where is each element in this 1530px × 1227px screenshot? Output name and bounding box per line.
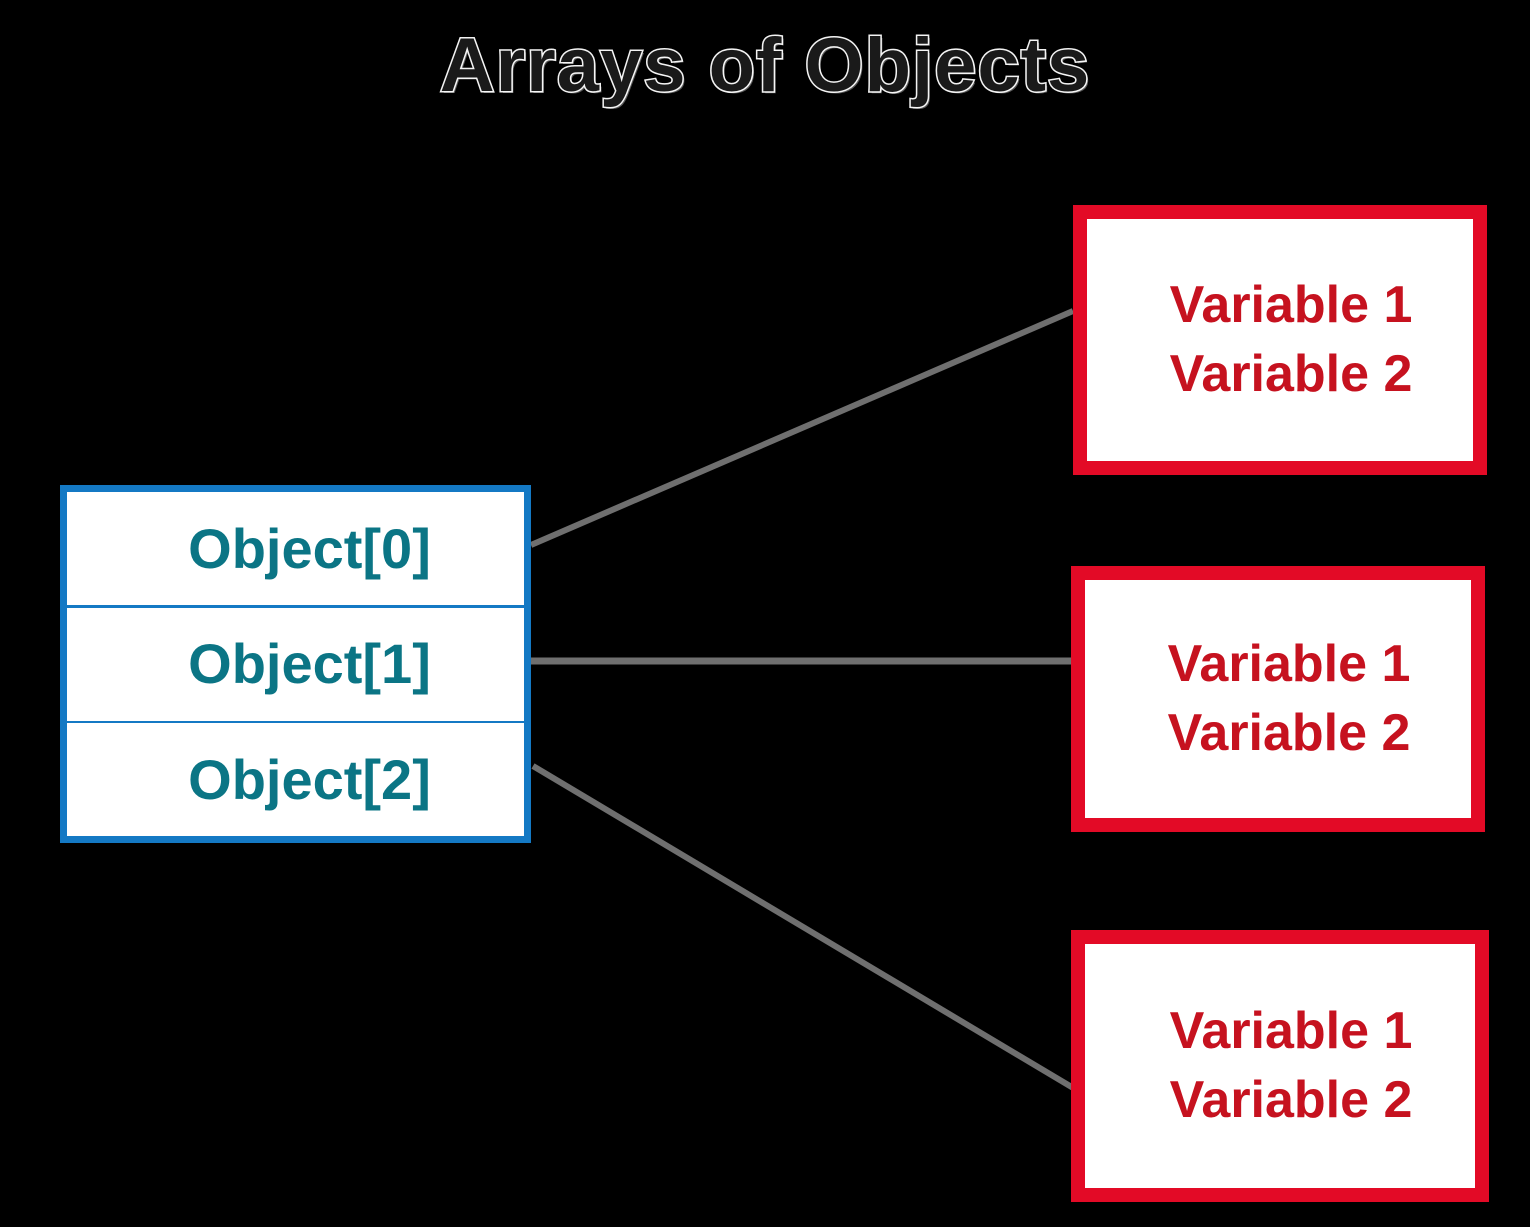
array-cell-2[interactable]: Object[2] xyxy=(67,723,524,836)
object-instance-1[interactable]: Variable 1 Variable 2 xyxy=(1071,566,1485,832)
array-cell-label-2: Object[2] xyxy=(188,747,431,811)
object-instance-2-variable-1: Variable 1 xyxy=(1169,1002,1413,1061)
object-array[interactable]: Object[0] Object[1] Object[2] xyxy=(60,485,531,843)
object-instance-1-variable-2: Variable 2 xyxy=(1167,704,1411,762)
object-instance-2[interactable]: Variable 1 Variable 2 xyxy=(1071,930,1489,1202)
object-instance-2-variable-2: Variable 2 xyxy=(1169,1071,1413,1129)
array-cell-label-0: Object[0] xyxy=(188,516,431,580)
array-cell-1[interactable]: Object[1] xyxy=(67,607,524,721)
object-instance-0-variable-2: Variable 2 xyxy=(1169,345,1413,403)
array-cell-0[interactable]: Object[0] xyxy=(67,492,524,605)
object-instance-0[interactable]: Variable 1 Variable 2 xyxy=(1073,205,1487,475)
object-instance-0-variable-1: Variable 1 xyxy=(1169,276,1413,335)
object-instance-1-variable-1: Variable 1 xyxy=(1167,635,1411,694)
array-cell-label-1: Object[1] xyxy=(188,632,431,695)
page-title: Arrays of Objects xyxy=(438,22,1091,110)
connector-object2-to-instance2 xyxy=(531,763,1082,1095)
connector-object0-to-instance0 xyxy=(529,308,1075,548)
